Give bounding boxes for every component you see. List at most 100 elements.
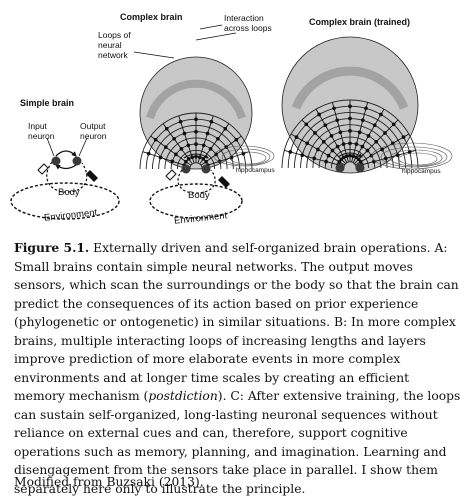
neuron-node [335,118,340,123]
neuron-node [364,106,368,111]
body-loop [177,169,216,194]
trained-brain-diagram [281,36,453,174]
figure-credit: Modified from Buzsaki (2013). [14,475,204,489]
neuron-node [190,155,195,160]
neuron-node [205,131,210,136]
neuron-node [214,152,218,157]
neuron-node [316,147,320,152]
input-neuron [51,156,61,166]
caption-italic-term: postdiction [148,389,218,403]
neuron-node [241,151,246,156]
brain-figure [10,24,453,220]
loop-interaction-line [142,151,191,168]
neuron-node [288,150,293,154]
neuron-node [194,142,198,146]
neuron-node [194,129,198,134]
neuron-node [194,154,198,159]
neuron-node [354,155,359,160]
neuron-node [300,153,305,158]
neuron-node [348,141,352,146]
hippocampus-label: hippocampus [236,167,275,174]
loop-interaction-line [197,115,214,164]
hippocampus-label: hippocampus [402,168,441,175]
neuron-node [194,117,198,122]
complex-trained-title: Complex brain (trained) [309,17,411,27]
neuron-node [164,126,169,131]
neuron-node [186,157,191,161]
body-label: Body [188,190,210,201]
neuron-node [158,155,163,160]
neuron-node [312,156,317,161]
neuron-node [356,157,361,162]
body-loop [46,161,88,193]
loop-interaction-line [178,115,195,164]
neuron-node [324,159,328,164]
neuron-node [223,126,228,131]
caption-body: Externally driven and self-organized bra… [14,241,459,403]
body-label: Body [58,187,80,198]
environment-loop [10,182,120,220]
neuron-node [348,116,352,121]
interaction-label: Interaction across loops [224,13,272,33]
complex-brain-diagram [133,24,275,219]
neuron-node [201,143,206,148]
loop-interaction-line [162,123,193,165]
neuron-node [380,147,384,152]
neuron-node [330,148,335,153]
output-neuron-label: Output neuron [80,121,107,141]
neuron-node [365,148,370,153]
neuron-node [344,154,349,158]
neuron-node [304,122,309,127]
neuron-node [178,119,183,124]
neuron-node [326,153,331,158]
neuron-node [348,129,352,133]
neuron-node [184,159,188,164]
neuron-node [201,157,206,161]
caption-body-end: ). C: After extensive training, the loop… [14,389,461,496]
neuron-node [332,106,336,111]
neuron-node [341,155,346,160]
neuron-node [339,157,344,162]
neuron-node [372,123,377,128]
neuron-node [179,147,184,151]
neural-loop [343,161,357,169]
complex-brain-title: Complex brain [120,12,183,22]
neuron-node [313,131,317,135]
loop-interaction-line [201,151,250,168]
neuron-node [294,135,299,139]
output-neuron [72,156,82,166]
neuron-node [153,137,158,142]
neuron-node [323,123,328,128]
neuron-node [317,112,321,117]
neuron-node [358,159,363,164]
input-neuron-label: Input neuron [28,121,55,141]
neuron-node [341,142,346,146]
neuron-node [391,122,396,127]
neuron-node [383,131,387,135]
neuron-node [329,134,334,138]
neuron-node [338,130,343,135]
neuron-node [209,119,214,124]
neuron-node [146,151,151,156]
neuron-node [395,153,400,158]
neuron-node [335,144,340,149]
simple-brain-title: Simple brain [20,98,75,108]
neuron-node [182,131,187,136]
neuron-node [379,112,383,117]
neuron-node [401,135,406,139]
neuron-node [216,136,220,141]
neuron-node [374,139,379,144]
loops-label: Loops of neural network [98,30,131,60]
neuron-node [337,159,342,164]
neuron-node [305,141,310,146]
neuron-node [348,104,352,109]
neuron-node [234,137,239,142]
neuron-node [366,134,371,138]
neuron-node [383,156,388,161]
neuron-node [208,147,213,151]
loop-interaction-line [150,135,192,166]
sensor-icon [37,163,49,175]
neuron-node [351,154,356,158]
figure-caption: Figure 5.1. Externally driven and self-o… [14,239,462,498]
